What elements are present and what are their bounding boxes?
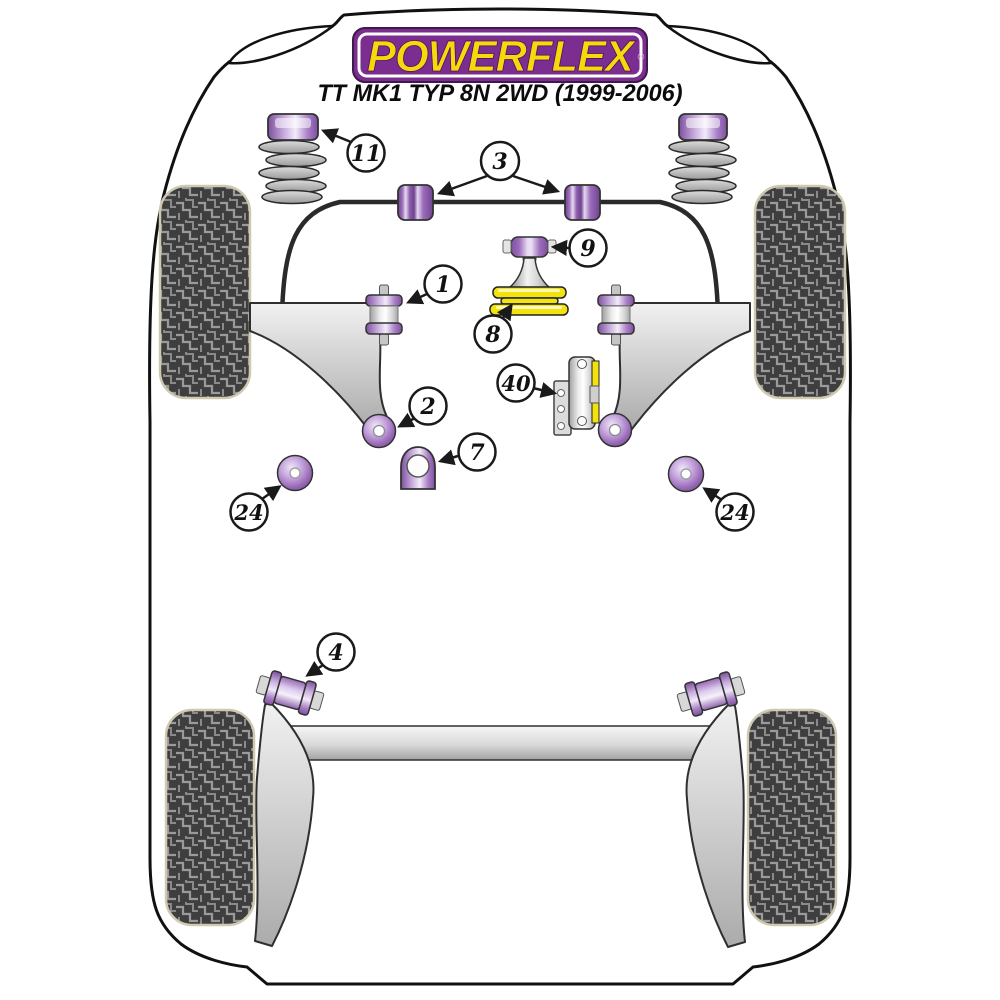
callout-7: 7: [437, 432, 497, 472]
callout-8: 8: [473, 303, 513, 354]
brand-logo-text: POWERFLEX: [367, 32, 637, 81]
callout-11: 11: [320, 128, 386, 173]
callout-number: 24: [233, 500, 263, 525]
callout-number: 40: [501, 371, 531, 396]
callout-24-left: 24: [229, 485, 282, 532]
anti-roll-bar-bush-right: [564, 184, 601, 221]
tire-rear-right: [746, 708, 838, 927]
anti-roll-bar-bush-left: [397, 184, 434, 221]
callout-circle: [423, 264, 463, 304]
callout-circle: [496, 363, 536, 403]
callout-circle: [473, 314, 513, 354]
subframe-bush-right: [667, 455, 705, 493]
callout-1: 1: [406, 264, 463, 305]
wishbone-rear-bush-right: [597, 412, 633, 448]
front-anti-roll-bar: [279, 199, 721, 316]
callout-40: 40: [496, 363, 558, 403]
callout-number: 9: [580, 236, 595, 262]
callout-circle: [346, 133, 386, 173]
callout-number: 1: [435, 272, 450, 298]
callout-24-right: 24: [702, 487, 755, 532]
tire-front-right: [753, 184, 847, 400]
rear-trailing-arm-right: [685, 702, 746, 948]
callout-number: 8: [484, 322, 500, 348]
callout-9: 9: [550, 228, 608, 268]
headlight-right-icon: [665, 24, 773, 65]
rear-beam-mount-bush-left: [255, 670, 325, 716]
rear-beam-mount-bush-right: [676, 671, 746, 717]
callout-number: 11: [351, 141, 382, 167]
callout-circle: [715, 492, 755, 532]
callout-circle: [229, 492, 269, 532]
tire-rear-left: [164, 708, 256, 927]
callout-number: 3: [492, 149, 507, 175]
rear-beam-axle: [287, 725, 713, 761]
callout-4: 4: [305, 632, 356, 677]
callout-2: 2: [397, 386, 448, 428]
dog-bone-mount: [553, 356, 600, 436]
engine-mount-upper-bush: [510, 236, 549, 258]
callout-number: 24: [719, 500, 749, 525]
model-subtitle: TT MK1 TYP 8N 2WD (1999-2006): [318, 80, 683, 107]
subframe-bush-left: [276, 454, 314, 492]
tire-front-left: [158, 184, 252, 400]
headlight-left-icon: [227, 24, 335, 65]
callout-3: 3: [436, 140, 561, 197]
callout-number: 7: [469, 440, 485, 466]
wishbone-front-bush-right: [597, 284, 635, 346]
brand-logo: POWERFLEX ®: [352, 27, 648, 83]
brand-registered-mark: ®: [638, 52, 645, 62]
callout-circle: [316, 632, 356, 672]
rear-trailing-arm-left: [254, 701, 315, 947]
callout-circle: [479, 140, 521, 182]
callout-circle: [457, 432, 497, 472]
wishbone-rear-bush-left: [361, 413, 397, 449]
front-spring-left: [258, 113, 327, 205]
engine-mount-lower-bush-yellow: [489, 286, 569, 316]
callout-number: 2: [419, 394, 435, 420]
brand-logo-box: [352, 27, 648, 83]
wishbone-front-bush-left: [365, 284, 403, 346]
callout-circle: [408, 386, 448, 426]
front-spring-right: [668, 113, 737, 205]
callout-number: 4: [328, 640, 343, 666]
callout-circle: [568, 228, 608, 268]
steering-rack-mount-bush: [400, 446, 436, 490]
